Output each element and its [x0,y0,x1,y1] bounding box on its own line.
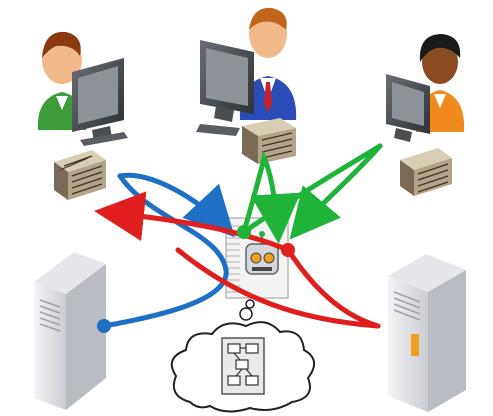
flow-green-center [241,150,301,244]
user-center-tie [264,82,272,112]
user-left-workstation [37,31,128,146]
server-left [34,252,106,410]
flow-red-endpoint [281,243,295,257]
flow-blue-endpoint [97,319,111,333]
user-center-workstation [196,7,297,136]
flow-blue [97,172,235,333]
user-center-pc [242,118,296,164]
flow-red-upper [285,247,381,329]
flow-blue-request [117,172,235,238]
flow-green-endpoint [237,225,251,239]
user-right-pc [400,148,452,196]
user-right-workstation [386,34,465,142]
workflow-cloud [170,299,315,413]
user-left-hair [42,31,81,58]
user-right-head [422,40,458,84]
user-center-hair [249,7,287,30]
user-left-pc [54,150,106,200]
flow-red [94,191,381,329]
flow-red-lower [175,247,381,329]
flow-green [237,143,383,244]
server-right-status-light [411,334,419,356]
flow-green-in [289,143,383,240]
user-right-hair [419,34,461,62]
server-right [388,254,466,412]
flow-blue-return [101,173,229,329]
